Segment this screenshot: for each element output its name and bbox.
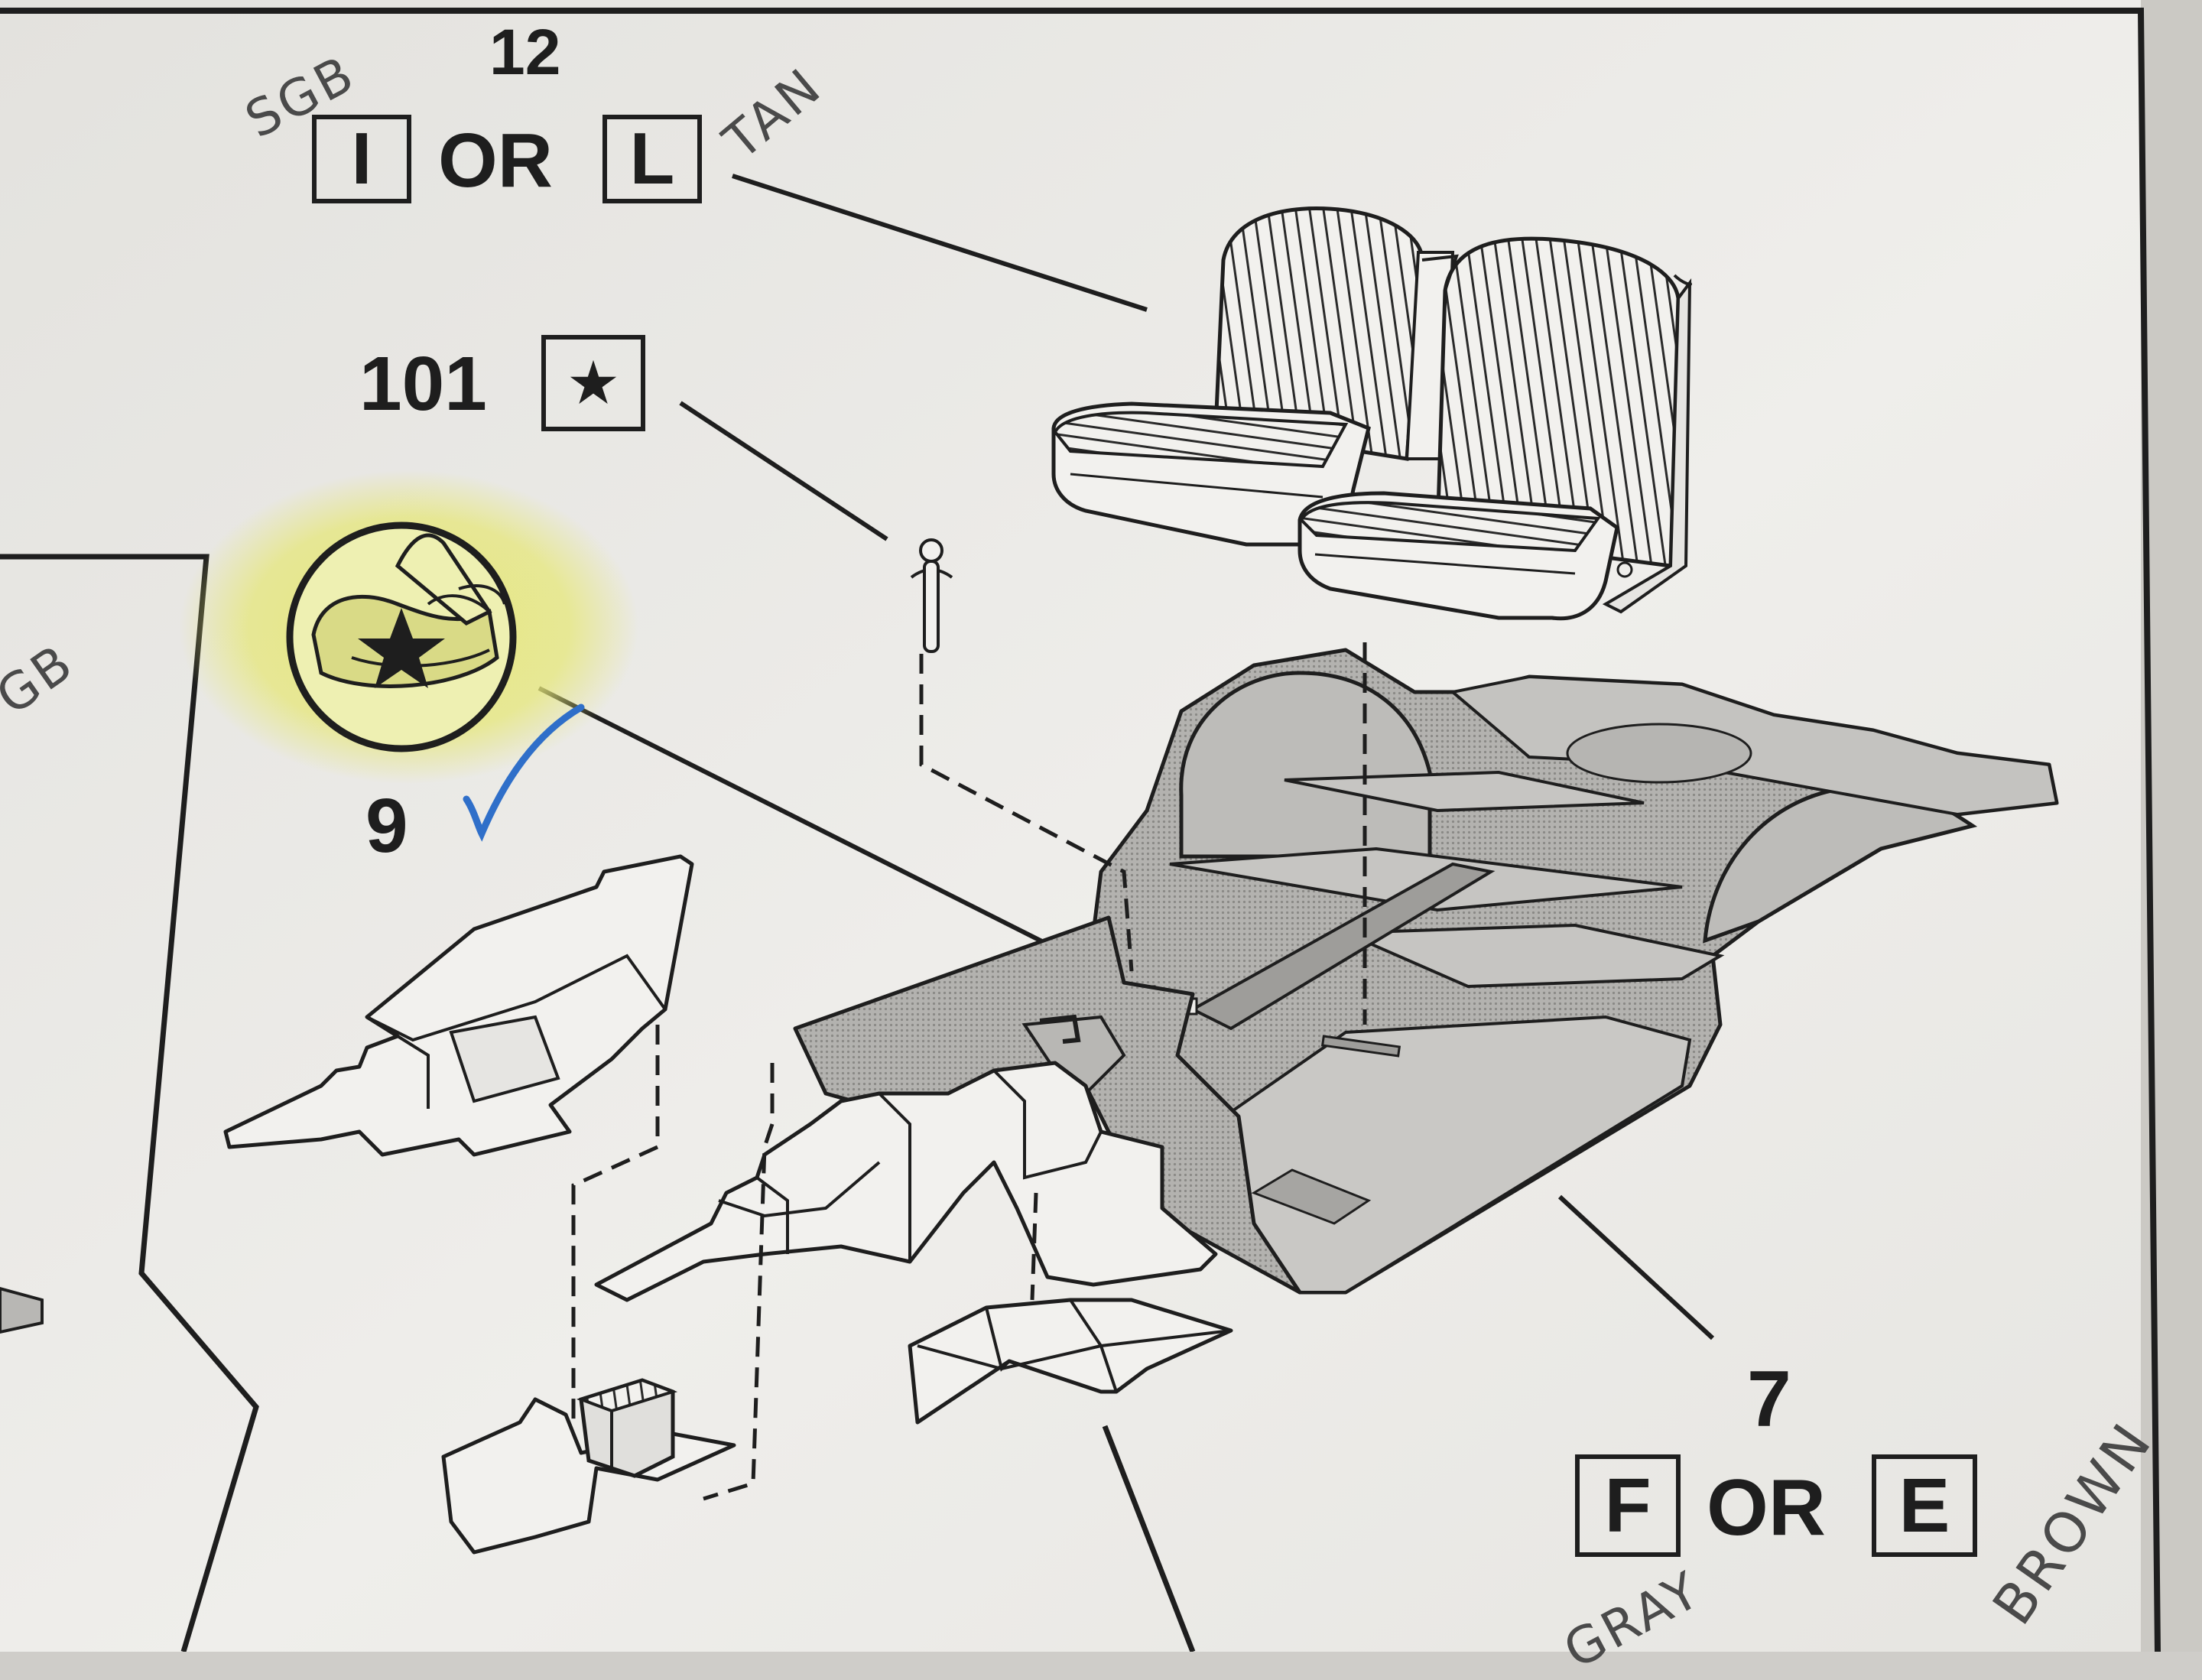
star-box: ★ — [541, 335, 645, 431]
seat-part — [1051, 206, 1692, 621]
pin-leader — [679, 401, 888, 541]
console-part — [441, 1378, 736, 1555]
floor-part-a-box: F — [1575, 1454, 1681, 1557]
floor-leader — [1557, 1194, 1715, 1340]
seat-or-label: OR — [438, 118, 553, 203]
pin-part-number: 101 — [359, 341, 487, 427]
assembly-guides — [571, 642, 1367, 1501]
console-leader — [1102, 1425, 1196, 1652]
seat-part-number: 12 — [489, 16, 561, 88]
glue-leader — [538, 686, 1133, 989]
seat-part-a-box: I — [312, 115, 411, 203]
page-frame — [0, 8, 2161, 1652]
center-console-riser — [594, 1061, 1218, 1302]
adjacent-panel-border — [0, 554, 259, 1652]
floor-pan — [1091, 648, 2059, 1295]
floor-or-label: OR — [1707, 1464, 1826, 1552]
glue-icon — [286, 522, 517, 752]
pin-part — [910, 538, 953, 653]
seat-part-b-box: L — [602, 115, 702, 203]
seat-leader — [732, 174, 1148, 312]
checkmark-icon — [463, 704, 585, 842]
star-icon — [358, 608, 445, 688]
floor-part-b-box: E — [1872, 1454, 1977, 1557]
floor-insert-part — [908, 1298, 1233, 1425]
dashboard-part — [223, 854, 694, 1157]
floor-part-number: 7 — [1747, 1355, 1791, 1444]
glue-step-number: 9 — [365, 783, 408, 869]
